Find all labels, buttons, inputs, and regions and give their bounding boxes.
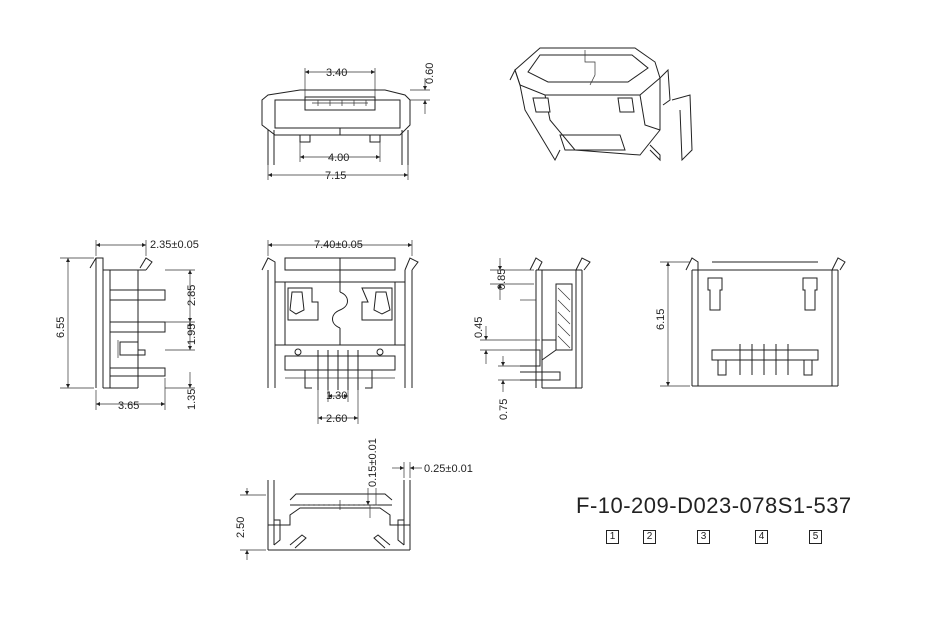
part-field-box-2: 2 [643, 530, 656, 544]
dim-bottom-015: 0.15±0.01 [367, 438, 379, 487]
part-field-box-5: 5 [809, 530, 822, 544]
dim-section-075: 0.75 [498, 399, 510, 420]
dim-front-width-130: 1.30 [326, 390, 347, 402]
part-number: F-10-209-D023-078S1-537 [576, 493, 852, 518]
dim-side-height-195: 1.95 [186, 324, 198, 345]
side-view [60, 240, 195, 410]
bottom-view [240, 462, 422, 560]
top-view [261, 68, 430, 180]
dim-side-height-285: 2.85 [186, 285, 198, 306]
dim-side-width-365: 3.65 [118, 400, 139, 412]
back-view [660, 257, 846, 387]
part-field-box-1: 1 [606, 530, 619, 544]
dim-top-width-400: 4.00 [328, 152, 349, 164]
part-field-box-3: 3 [697, 530, 710, 544]
dim-top-width-715: 7.15 [325, 170, 346, 182]
dim-side-height-135: 1.35 [186, 389, 198, 410]
dim-section-085: 0.85 [496, 269, 508, 290]
dim-top-height-060: 0.60 [424, 63, 436, 84]
dim-bottom-height-250: 2.50 [235, 517, 247, 538]
dim-side-width-235: 2.35±0.05 [150, 239, 199, 251]
dim-top-width-340: 3.40 [326, 67, 347, 79]
dim-front-width-260: 2.60 [326, 413, 347, 425]
front-view [261, 240, 419, 424]
dim-section-045: 0.45 [473, 317, 485, 338]
dim-side-height-655: 6.55 [55, 317, 67, 338]
dim-back-height-615: 6.15 [655, 309, 667, 330]
dim-bottom-025: 0.25±0.01 [424, 463, 473, 475]
part-field-box-4: 4 [755, 530, 768, 544]
dim-front-width-740: 7.40±0.05 [314, 239, 363, 251]
section-view [480, 257, 591, 392]
isometric-view [509, 47, 693, 162]
